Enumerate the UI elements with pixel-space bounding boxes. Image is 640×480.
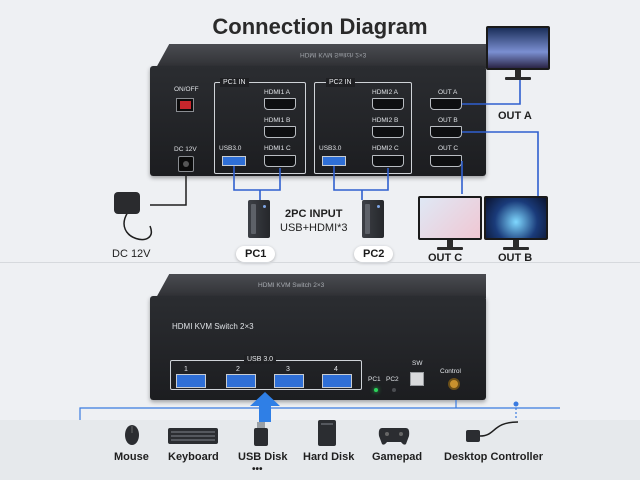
pc1-usb-label: USB3.0 <box>219 145 242 152</box>
usb-port-4[interactable] <box>322 374 352 388</box>
hdmi1-a-port[interactable] <box>264 98 296 110</box>
peripheral-label-desktop-controller: Desktop Controller <box>444 451 544 463</box>
pc1-led-indicator <box>374 388 378 392</box>
pc1-port-a-label: HDMI1 A <box>264 89 291 96</box>
pc2-port-b-label: HDMI2 B <box>372 117 399 124</box>
out-b-port-label: OUT B <box>438 117 458 124</box>
pc1-led-label: PC1 <box>368 376 381 383</box>
pc2-port-a-label: HDMI2 A <box>372 89 399 96</box>
dc-input-port[interactable] <box>178 156 194 172</box>
monitor-out-c-base <box>437 247 463 250</box>
usb-port-2[interactable] <box>226 374 256 388</box>
peripheral-label-mouse: Mouse <box>114 451 149 463</box>
gamepad-icon <box>378 428 410 445</box>
peripheral-label-usb-disk: USB Disk <box>238 451 288 463</box>
pc2-in-group <box>314 82 412 174</box>
pc1-usb3-port[interactable] <box>222 156 246 166</box>
out-a-port-label: OUT A <box>438 89 458 96</box>
usb-port-3[interactable] <box>274 374 304 388</box>
peripheral-label-gamepad: Gamepad <box>372 451 423 463</box>
peripheral-label-hard-disk: Hard Disk <box>303 451 355 463</box>
kvm-back-top-surface <box>156 44 486 68</box>
dc-label: DC 12V <box>174 146 197 153</box>
dc-adapter-label: DC 12V <box>112 248 151 260</box>
monitor-out-b-base <box>503 247 529 250</box>
page-title: Connection Diagram <box>212 14 428 39</box>
pc2-label: PC2 <box>354 246 394 262</box>
power-label: ON/OFF <box>174 86 199 93</box>
usb-disk-icon <box>254 422 268 446</box>
switch-button[interactable] <box>410 372 424 386</box>
product-label: HDMI KVM Switch 2×3 <box>172 322 254 331</box>
hdmi1-b-port[interactable] <box>264 126 296 138</box>
pc2-usb3-port[interactable] <box>322 156 346 166</box>
input-caption-line2: USB+HDMI*3 <box>280 222 348 234</box>
hard-disk-icon <box>318 420 336 446</box>
hdmi2-c-port[interactable] <box>372 155 404 167</box>
monitor-out-a-icon <box>486 26 550 70</box>
out-a-port[interactable] <box>430 98 462 110</box>
control-jack[interactable] <box>448 378 460 390</box>
pc2-tower-icon <box>362 200 384 238</box>
usb-port-1-number: 1 <box>184 366 188 373</box>
control-label: Control <box>440 368 461 375</box>
pc2-led-label: PC2 <box>386 376 399 383</box>
pc1-label: PC1 <box>236 246 276 262</box>
monitor-out-a-base <box>505 77 531 80</box>
sw-label: SW <box>412 360 423 367</box>
hdmi2-b-port[interactable] <box>372 126 404 138</box>
more-indicator: ••• <box>252 464 263 475</box>
hdmi1-c-port[interactable] <box>264 155 296 167</box>
kvm-front-panel <box>150 296 486 400</box>
usb3-group-label: USB 3.0 <box>244 355 277 364</box>
hdmi2-a-port[interactable] <box>372 98 404 110</box>
monitor-out-a-stand <box>515 70 521 78</box>
monitor-out-b-icon <box>484 196 548 240</box>
desktop-controller-icon <box>466 421 519 442</box>
out-a-label: OUT A <box>498 110 532 122</box>
pc2-in-label: PC2 IN <box>326 78 355 87</box>
usb-port-4-number: 4 <box>334 366 338 373</box>
pc1-tower-icon <box>248 200 270 238</box>
section-divider <box>0 262 640 263</box>
out-b-label: OUT B <box>498 252 533 264</box>
front-brand-text: HDMI KVM Switch 2×3 <box>258 282 325 289</box>
input-caption-line1: 2PC INPUT <box>285 208 343 220</box>
dc-adapter-icon <box>114 192 140 214</box>
mouse-icon <box>125 425 139 445</box>
pc1-in-group <box>214 82 306 174</box>
out-c-label: OUT C <box>428 252 463 264</box>
usb-port-2-number: 2 <box>236 366 240 373</box>
keyboard-icon <box>168 428 218 444</box>
monitor-out-c-icon <box>418 196 482 240</box>
connection-cables <box>123 80 539 241</box>
pc2-led-indicator <box>392 388 396 392</box>
pc2-port-c-label: HDMI2 C <box>372 145 399 152</box>
usb-port-1[interactable] <box>176 374 206 388</box>
pc1-port-b-label: HDMI1 B <box>264 117 291 124</box>
monitor-out-b-stand <box>513 240 519 248</box>
pc1-port-c-label: HDMI1 C <box>264 145 291 152</box>
monitor-out-c-stand <box>447 240 453 248</box>
power-switch[interactable] <box>176 98 194 112</box>
out-c-port-label: OUT C <box>438 145 459 152</box>
usb-port-3-number: 3 <box>286 366 290 373</box>
pc2-usb-label: USB3.0 <box>319 145 342 152</box>
up-arrow-icon <box>250 392 280 422</box>
kvm-front-top-surface <box>156 274 486 298</box>
peripheral-label-keyboard: Keyboard <box>168 451 219 463</box>
out-b-port[interactable] <box>430 126 462 138</box>
pc1-in-label: PC1 IN <box>220 78 249 87</box>
